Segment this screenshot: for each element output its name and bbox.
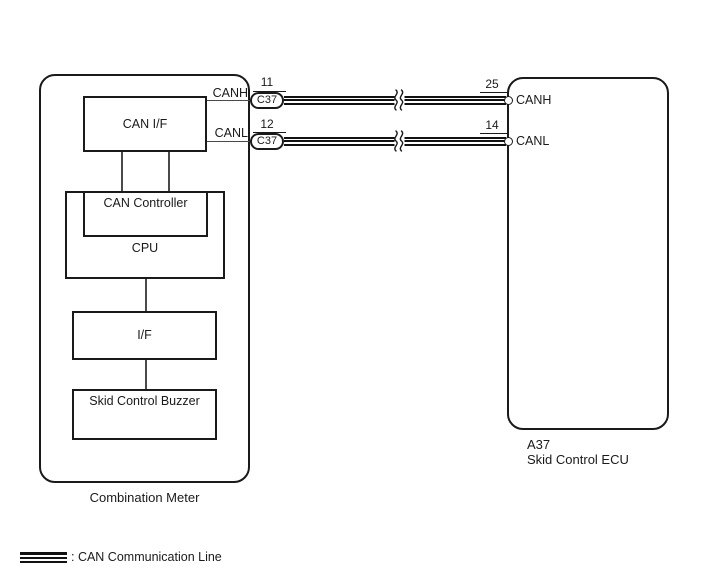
- ecu-terminal-canh: [503, 95, 513, 105]
- c37-connector-canl-label: C37: [256, 134, 278, 147]
- pin-25-underline: [480, 91, 507, 93]
- c37-connector-canh: C37: [250, 91, 284, 109]
- canh-label-ecu: CANH: [516, 93, 552, 107]
- canh-label-meter: CANH: [212, 86, 248, 100]
- can-if-label: CAN I/F: [122, 116, 168, 131]
- ecu-terminal-canl: [503, 136, 513, 146]
- skid-control-buzzer-block: Skid Control Buzzer: [72, 389, 217, 440]
- combination-meter-caption: Combination Meter: [89, 490, 200, 505]
- cpu-label: CPU: [131, 241, 159, 255]
- ecu-name: Skid Control ECU: [527, 452, 629, 467]
- connector-line-cpu-if: [145, 279, 147, 311]
- wire-break-icon: [394, 89, 405, 111]
- can-if-block: CAN I/F: [83, 96, 207, 152]
- connector-line-canif-controller-right: [168, 152, 170, 191]
- skid-control-ecu-caption: A37 Skid Control ECU: [527, 437, 629, 467]
- wire-break-icon: [394, 130, 405, 152]
- pin-12-label: 12: [260, 116, 274, 131]
- c37-connector-canl: C37: [250, 132, 284, 150]
- pin-11-label: 11: [260, 75, 274, 89]
- if-block: I/F: [72, 311, 217, 360]
- pin-14-underline: [480, 132, 507, 134]
- if-label: I/F: [137, 328, 152, 342]
- pin-12-underline: [253, 131, 286, 133]
- skid-control-buzzer-label: Skid Control Buzzer: [89, 394, 200, 408]
- pin-11-underline: [253, 90, 286, 92]
- can-controller-block: CAN Controller: [83, 191, 208, 237]
- skid-control-ecu-outline: [507, 77, 669, 430]
- pin-25-label: 25: [485, 76, 499, 91]
- canl-label-meter: CANL: [214, 126, 248, 140]
- can-line-symbol-icon: [20, 552, 67, 564]
- c37-connector-canh-label: C37: [256, 93, 278, 106]
- canh-stub-line: [207, 99, 251, 101]
- ecu-code: A37: [527, 437, 551, 452]
- canl-stub-line: [207, 140, 251, 142]
- connector-line-if-buzzer: [145, 360, 147, 389]
- pin-14-label: 14: [485, 117, 499, 132]
- can-controller-label: CAN Controller: [103, 196, 188, 210]
- connector-line-canif-controller-left: [121, 152, 123, 191]
- legend-label: : CAN Communication Line: [71, 550, 222, 564]
- canl-label-ecu: CANL: [516, 134, 550, 148]
